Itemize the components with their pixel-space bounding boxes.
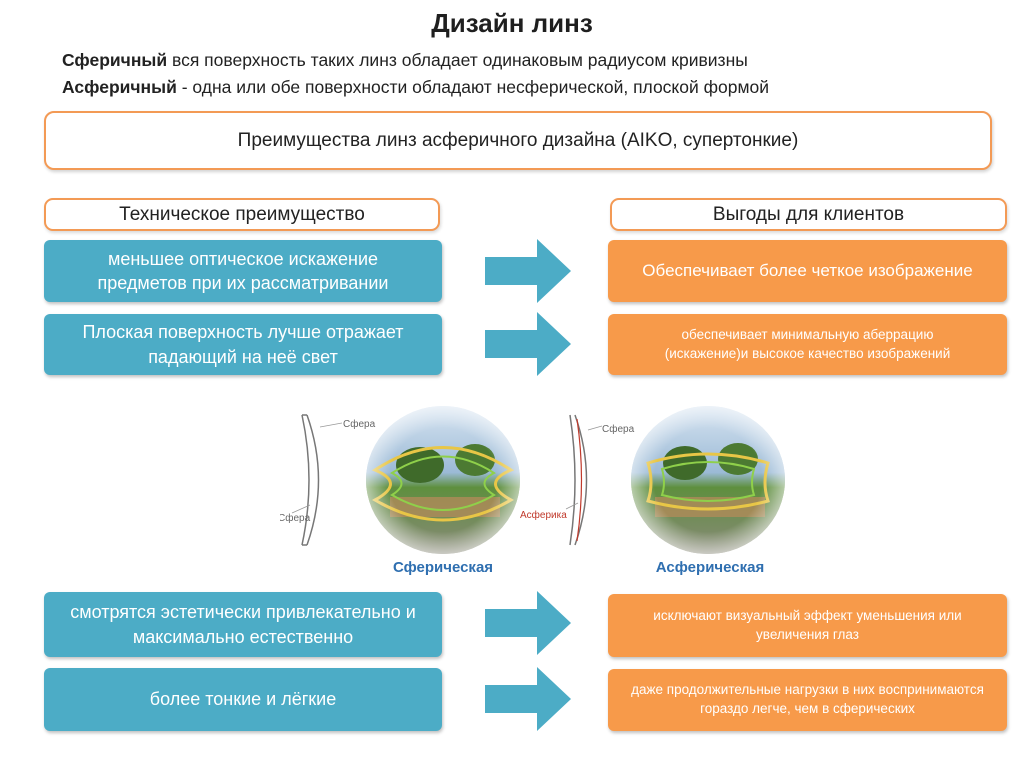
label-sphere-aspherical: Сфера xyxy=(602,423,635,435)
arrow-right-icon xyxy=(485,667,571,731)
definition-spherical-term: Сферичный xyxy=(62,50,168,70)
definition-aspherical-term: Асферичный xyxy=(62,77,177,97)
client-benefit-1: Обеспечивает более четкое изображение xyxy=(608,240,1007,302)
arrow-right-icon xyxy=(485,239,571,303)
client-benefit-3: исключают визуальный эффект уменьшения и… xyxy=(608,594,1007,657)
arrow-right-icon xyxy=(485,312,571,376)
advantages-header-text: Преимущества линз асферичного дизайна (A… xyxy=(237,129,799,151)
client-benefit-1-text: Обеспечивает более четкое изображение xyxy=(642,261,973,280)
tech-advantage-1: меньшее оптическое искажение предметов п… xyxy=(44,240,442,302)
spherical-caption: Сферическая xyxy=(393,559,493,576)
tech-advantage-1-text: меньшее оптическое искажение предметов п… xyxy=(97,248,389,293)
tech-advantage-2-text: Плоская поверхность лучше отражает падаю… xyxy=(82,322,404,367)
arrow-right-icon xyxy=(485,591,571,655)
tech-advantage-4-text: более тонкие и лёгкие xyxy=(149,689,337,710)
lens-comparison-illustration: Сфера Сфера Сферическая Сфера Асферика А… xyxy=(280,406,785,576)
label-sphere-bottom: Сфера xyxy=(280,512,311,524)
client-benefit-2-text: обеспечивает минимальную аберрацию (иска… xyxy=(664,326,951,361)
client-benefit-2: обеспечивает минимальную аберрацию (иска… xyxy=(608,314,1007,375)
aspherical-lens-profile xyxy=(565,414,603,546)
page-title: Дизайн линз xyxy=(431,8,593,38)
spherical-lens-profile xyxy=(291,414,343,546)
definition-aspherical-text: - одна или обе поверхности обладают несф… xyxy=(176,77,770,97)
label-asphere: Асферика xyxy=(520,509,567,521)
column-header-benefits: Выгоды для клиентов xyxy=(610,198,1007,231)
column-header-technical-text: Техническое преимущество xyxy=(119,203,365,225)
label-sphere-top: Сфера xyxy=(343,418,376,430)
tech-advantage-3: смотрятся эстетически привлекательно и м… xyxy=(44,592,442,657)
column-header-technical: Техническое преимущество xyxy=(44,198,440,231)
definition-spherical: Сферичный вся поверхность таких линз обл… xyxy=(62,50,748,71)
client-benefit-3-text: исключают визуальный эффект уменьшения и… xyxy=(653,607,962,642)
column-header-benefits-text: Выгоды для клиентов xyxy=(712,203,905,225)
tech-advantage-3-text: смотрятся эстетически привлекательно и м… xyxy=(70,602,416,647)
tech-advantage-4: более тонкие и лёгкие xyxy=(44,668,442,731)
client-benefit-4: даже продолжительные нагрузки в них восп… xyxy=(608,669,1007,731)
advantages-header-box: Преимущества линз асферичного дизайна (A… xyxy=(44,111,992,170)
tech-advantage-2: Плоская поверхность лучше отражает падаю… xyxy=(44,314,442,375)
aspherical-caption: Асферическая xyxy=(656,559,764,576)
definition-spherical-text: вся поверхность таких линз обладает один… xyxy=(167,50,748,70)
spherical-view-image xyxy=(366,406,520,554)
client-benefit-4-text: даже продолжительные нагрузки в них восп… xyxy=(631,682,984,716)
definition-aspherical: Асферичный - одна или обе поверхности об… xyxy=(62,77,769,98)
aspherical-view-image xyxy=(631,406,785,554)
